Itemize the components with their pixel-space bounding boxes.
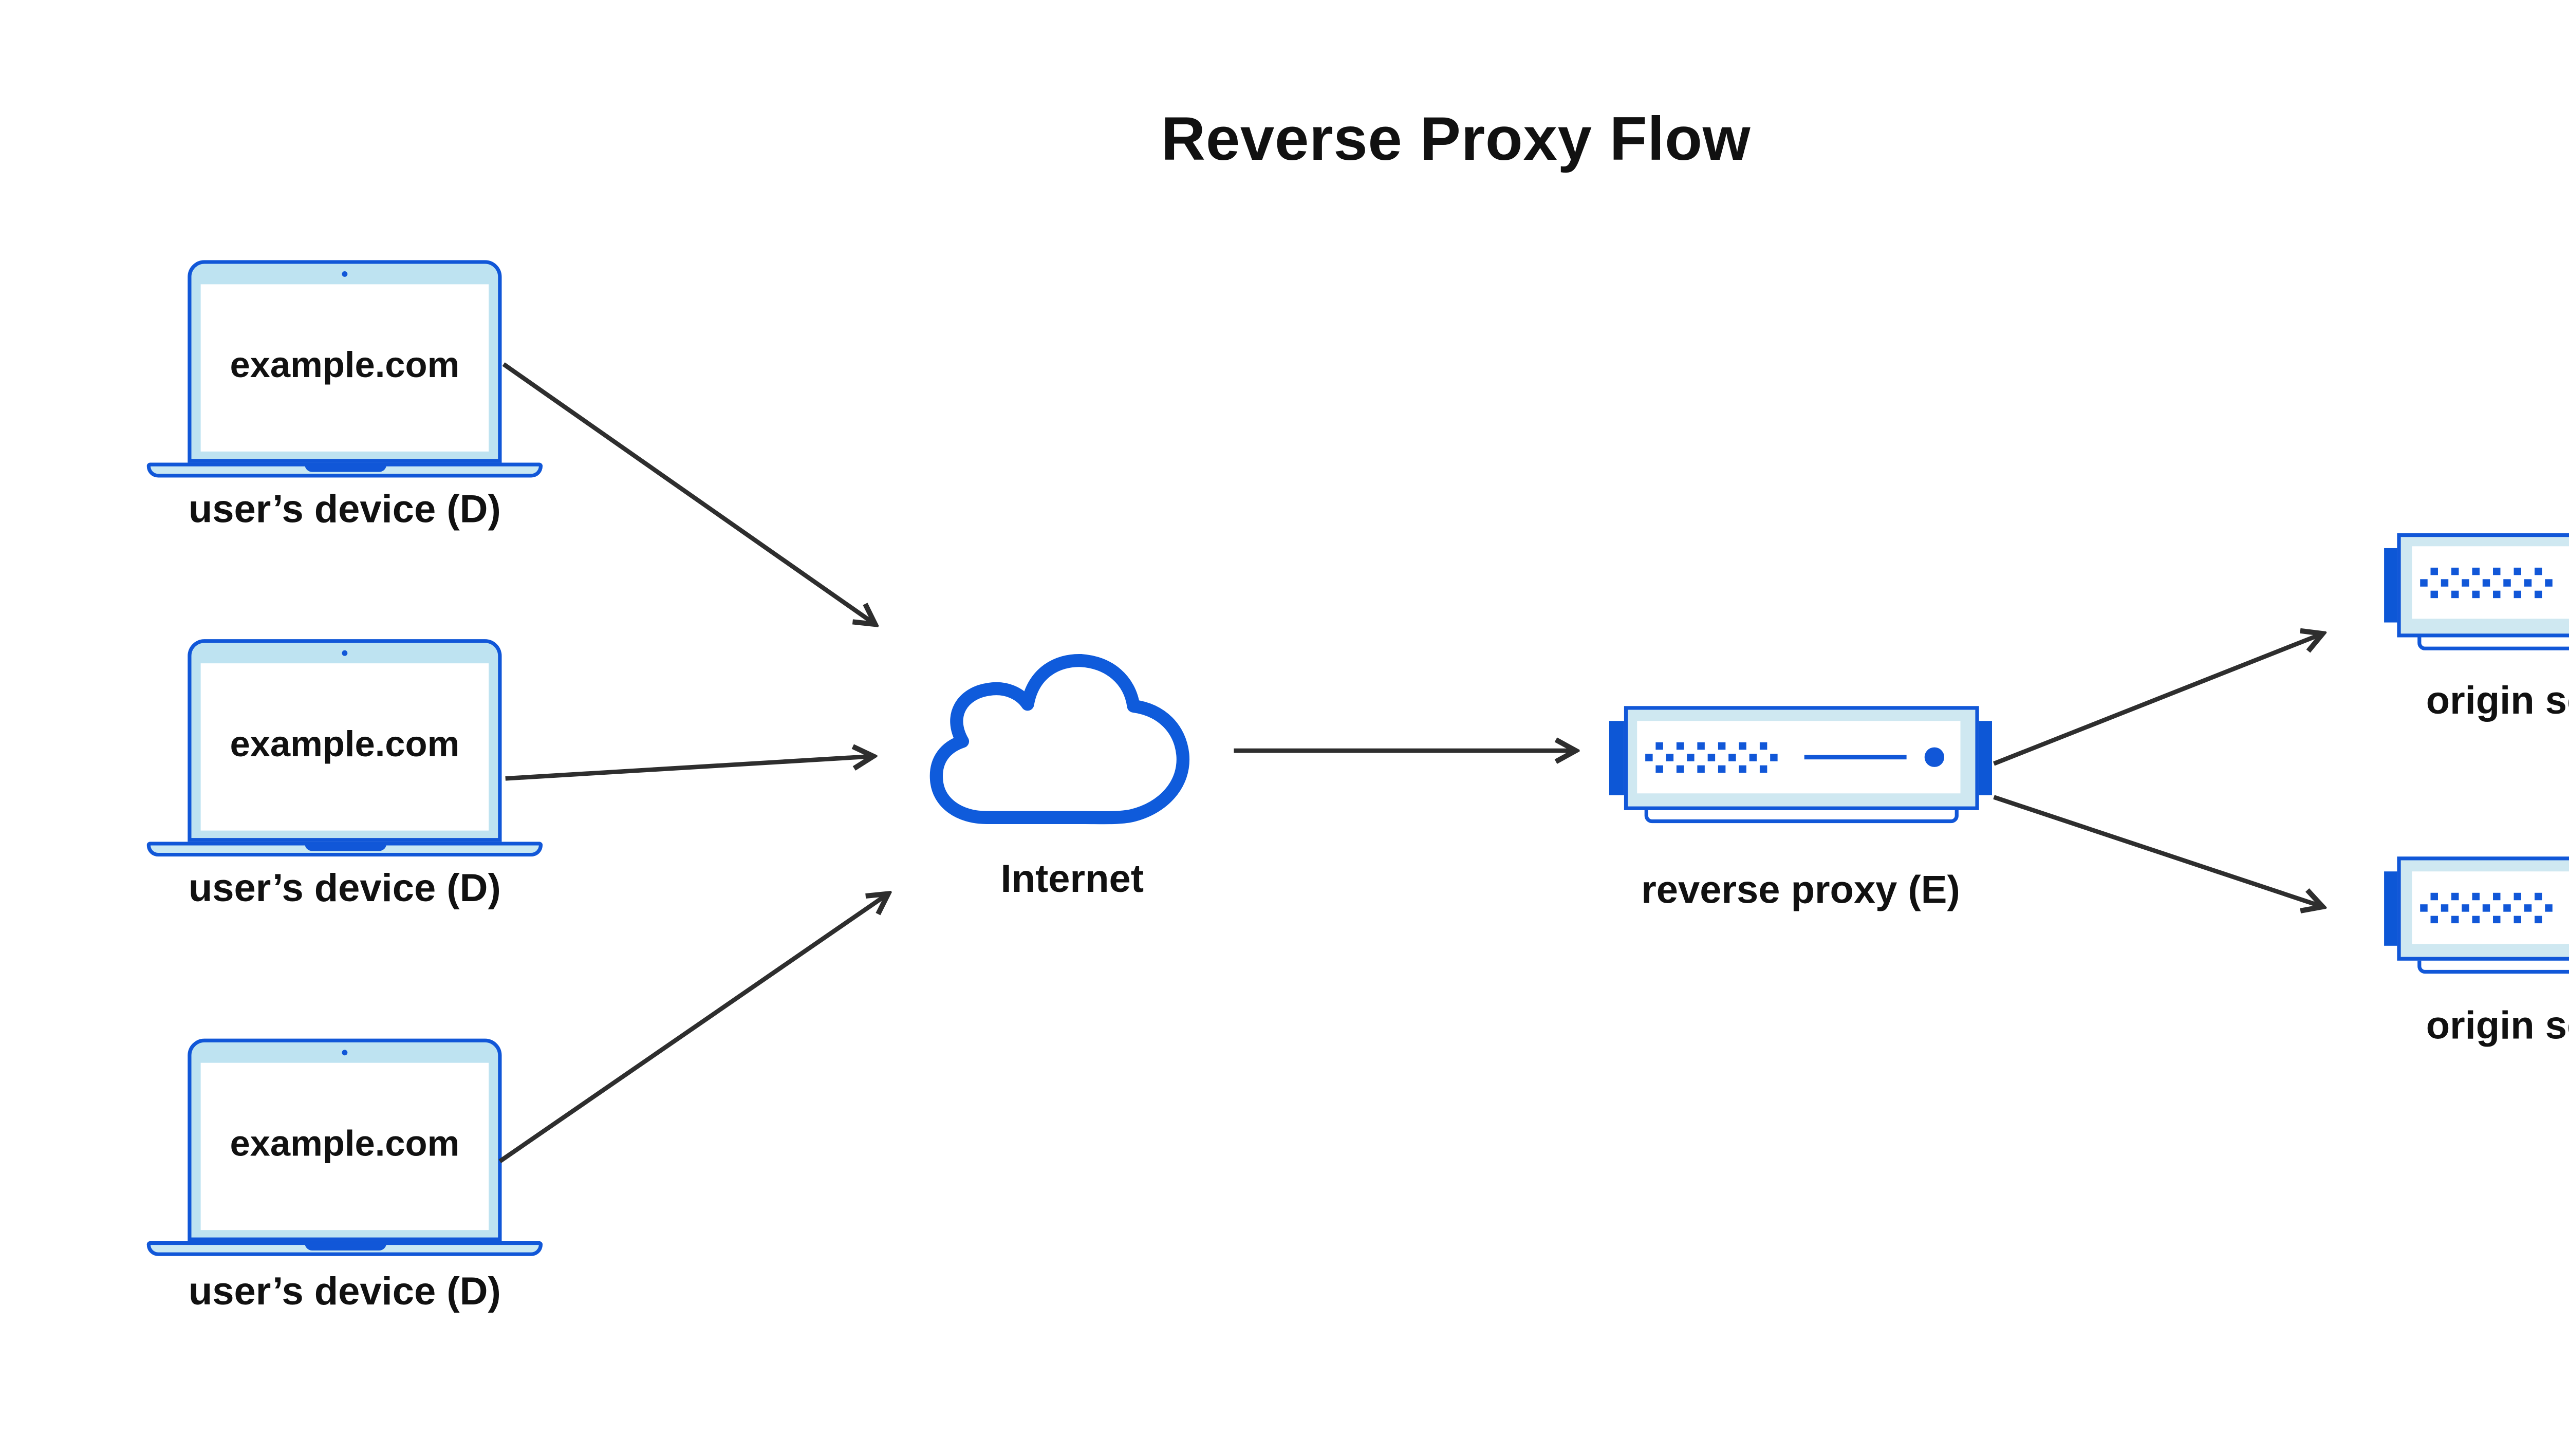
- user-device-2: example.com: [146, 639, 543, 858]
- user-device-3: example.com: [146, 1038, 543, 1258]
- reverse-proxy-label: reverse proxy (E): [1641, 869, 1960, 912]
- camera-dot-icon: [342, 650, 348, 657]
- user-device-1: example.com: [146, 260, 543, 479]
- laptop-base-icon: [146, 461, 543, 478]
- arrow-device1-to-internet-icon: [502, 362, 875, 624]
- origin-server-2-label: origin server (F): [2426, 1005, 2569, 1048]
- cloud-outline: [929, 654, 1190, 825]
- user-device-3-label: user’s device (D): [188, 1271, 501, 1314]
- arrow-device3-to-internet-icon: [498, 894, 888, 1163]
- origin-server-1: [2383, 532, 2569, 650]
- internet-cloud-icon: [929, 654, 1190, 825]
- laptop-icon: example.com: [188, 639, 502, 841]
- laptop-icon: example.com: [188, 1038, 502, 1241]
- arrow-proxy-to-origin2-icon: [1993, 795, 2323, 907]
- laptop-notch-icon: [304, 464, 386, 471]
- laptop-screen: example.com: [200, 283, 490, 452]
- device-screen-url: example.com: [230, 346, 460, 387]
- laptop-icon: example.com: [188, 260, 502, 462]
- server-side-tab-icon: [2383, 871, 2399, 946]
- laptop-base-icon: [146, 841, 543, 857]
- internet-label: Internet: [1000, 858, 1144, 902]
- camera-dot-icon: [342, 1050, 348, 1056]
- origin-server-2: [2383, 856, 2569, 975]
- server-icon: [2411, 870, 2569, 943]
- laptop-screen: example.com: [200, 662, 490, 831]
- arrow-proxy-to-origin1-icon: [1993, 633, 2323, 766]
- server-side-tab-icon: [2383, 547, 2399, 622]
- laptop-notch-icon: [304, 844, 386, 850]
- laptop-screen: example.com: [200, 1061, 490, 1230]
- server-side-tab-icon: [1976, 721, 1992, 795]
- reverse-proxy-server: [1609, 706, 1992, 824]
- server-icon: [2411, 546, 2569, 619]
- arrow-device2-to-internet-icon: [505, 756, 873, 781]
- device-screen-url: example.com: [230, 725, 460, 766]
- device-screen-url: example.com: [230, 1124, 460, 1166]
- server-side-tab-icon: [1609, 721, 1625, 795]
- origin-server-1-label: origin server (F): [2426, 680, 2569, 723]
- laptop-notch-icon: [304, 1243, 386, 1250]
- user-device-1-label: user’s device (D): [188, 489, 501, 532]
- user-device-2-label: user’s device (D): [188, 867, 501, 911]
- server-icon: [1637, 720, 1961, 793]
- laptop-base-icon: [146, 1240, 543, 1257]
- page-title: Reverse Proxy Flow: [1161, 104, 1751, 173]
- camera-dot-icon: [342, 271, 348, 277]
